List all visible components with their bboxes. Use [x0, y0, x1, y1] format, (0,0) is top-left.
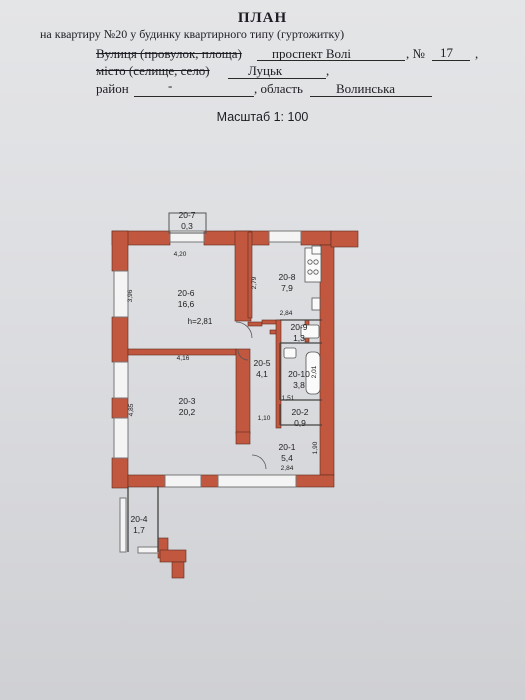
city-value: Луцьк — [248, 63, 283, 78]
wall-segment — [111, 457, 129, 489]
dimension-d110: 1,10 — [258, 415, 271, 422]
wall-segment — [200, 474, 219, 488]
wall-segment — [235, 348, 251, 435]
balcony-outline — [168, 212, 207, 234]
subtitle-text: на квартиру №20 у будинку квартирного ти… — [40, 27, 345, 41]
city-label-text: місто (селище, село) — [96, 63, 210, 78]
room-area-20-5: 4,1 — [256, 369, 268, 379]
door-swings — [235, 321, 267, 470]
dimension-d420: 4,20 — [174, 251, 187, 258]
room-area-20-10: 3,8 — [293, 380, 305, 390]
room-id-20-6: 20-6 — [177, 288, 194, 298]
district-label: район — [96, 81, 129, 96]
wall-segment — [111, 316, 129, 363]
room-area-20-2: 0,9 — [294, 418, 306, 428]
room-id-20-1: 20-1 — [278, 442, 295, 452]
region-value: Волинська — [336, 81, 395, 96]
room-id-20-8: 20-8 — [278, 272, 295, 282]
room-id-20-10: 20-10 — [288, 369, 310, 379]
room-id-20-5: 20-5 — [253, 358, 270, 368]
city-label: місто (селище, село) — [96, 63, 210, 79]
room-area-20-3: 20,2 — [179, 407, 196, 417]
room-id-20-7: 20-7 — [178, 210, 195, 220]
plan-walls — [111, 230, 359, 579]
number-separator: , № — [406, 46, 425, 61]
wall-segment — [235, 431, 251, 445]
row2-comma: , — [326, 63, 330, 78]
dimension-d396: 3,96 — [127, 289, 134, 302]
wall-segment — [127, 474, 166, 488]
district-underline — [134, 96, 254, 97]
windows — [113, 230, 302, 554]
number-underline — [432, 60, 470, 61]
wall-segment — [247, 321, 263, 327]
room-area-20-7: 0,3 — [181, 221, 193, 231]
wall-segment — [275, 319, 282, 429]
ceiling-height-note: h=2,81 — [188, 317, 213, 326]
room-id-20-2: 20-2 — [291, 407, 308, 417]
room-area-20-1: 5,4 — [281, 453, 293, 463]
room-id-20-9: 20-9 — [290, 322, 307, 332]
house-number: 17 — [440, 45, 453, 60]
dimension-d201: 2,01 — [311, 365, 318, 378]
region-label: , область — [254, 81, 303, 96]
city-underline — [228, 78, 326, 79]
room-id-20-3: 20-3 — [178, 396, 195, 406]
wall-segment — [159, 549, 187, 563]
district-value: - — [168, 78, 173, 93]
dimension-d284b: 2,84 — [281, 465, 294, 472]
wall-segment — [111, 230, 129, 272]
row1-comma: , — [475, 46, 479, 61]
room-id-20-4: 20-4 — [130, 514, 147, 524]
wall-segment — [300, 230, 332, 246]
fixtures — [283, 245, 322, 395]
wall-segment — [319, 244, 335, 476]
document-subtitle: на квартиру №20 у будинку квартирного ти… — [40, 27, 344, 42]
wall-segment — [171, 561, 185, 579]
document-title: ПЛАН — [237, 10, 288, 26]
wall-segment — [295, 474, 335, 488]
dimension-d190: 1,90 — [312, 441, 319, 454]
wall-segment — [330, 230, 359, 248]
plan-labels: 20-70,3 20-87,9 20-616,6 20-91,3 20-54,1 20-1… — [127, 210, 319, 535]
room-area-20-9: 1,3 — [293, 333, 305, 343]
scale-label: Масштаб 1: 100 — [216, 110, 309, 124]
wall-segment — [247, 231, 253, 319]
dimension-d416: 4,16 — [177, 355, 190, 362]
dimension-d485: 4,85 — [128, 403, 135, 416]
street-value: проспект Волі — [272, 46, 351, 61]
room-area-20-6: 16,6 — [178, 299, 195, 309]
dimension-d151: 1,51 — [282, 395, 295, 402]
dimension-d279: 2,79 — [251, 276, 258, 289]
region-underline — [310, 96, 432, 97]
street-underline — [257, 60, 405, 61]
partitions — [127, 319, 322, 552]
dimension-d284a: 2,84 — [280, 310, 293, 317]
street-label: Вулиця (провулок, площа) — [96, 46, 242, 61]
room-area-20-4: 1,7 — [133, 525, 145, 535]
room-area-20-8: 7,9 — [281, 283, 293, 293]
wall-segment — [111, 397, 129, 419]
